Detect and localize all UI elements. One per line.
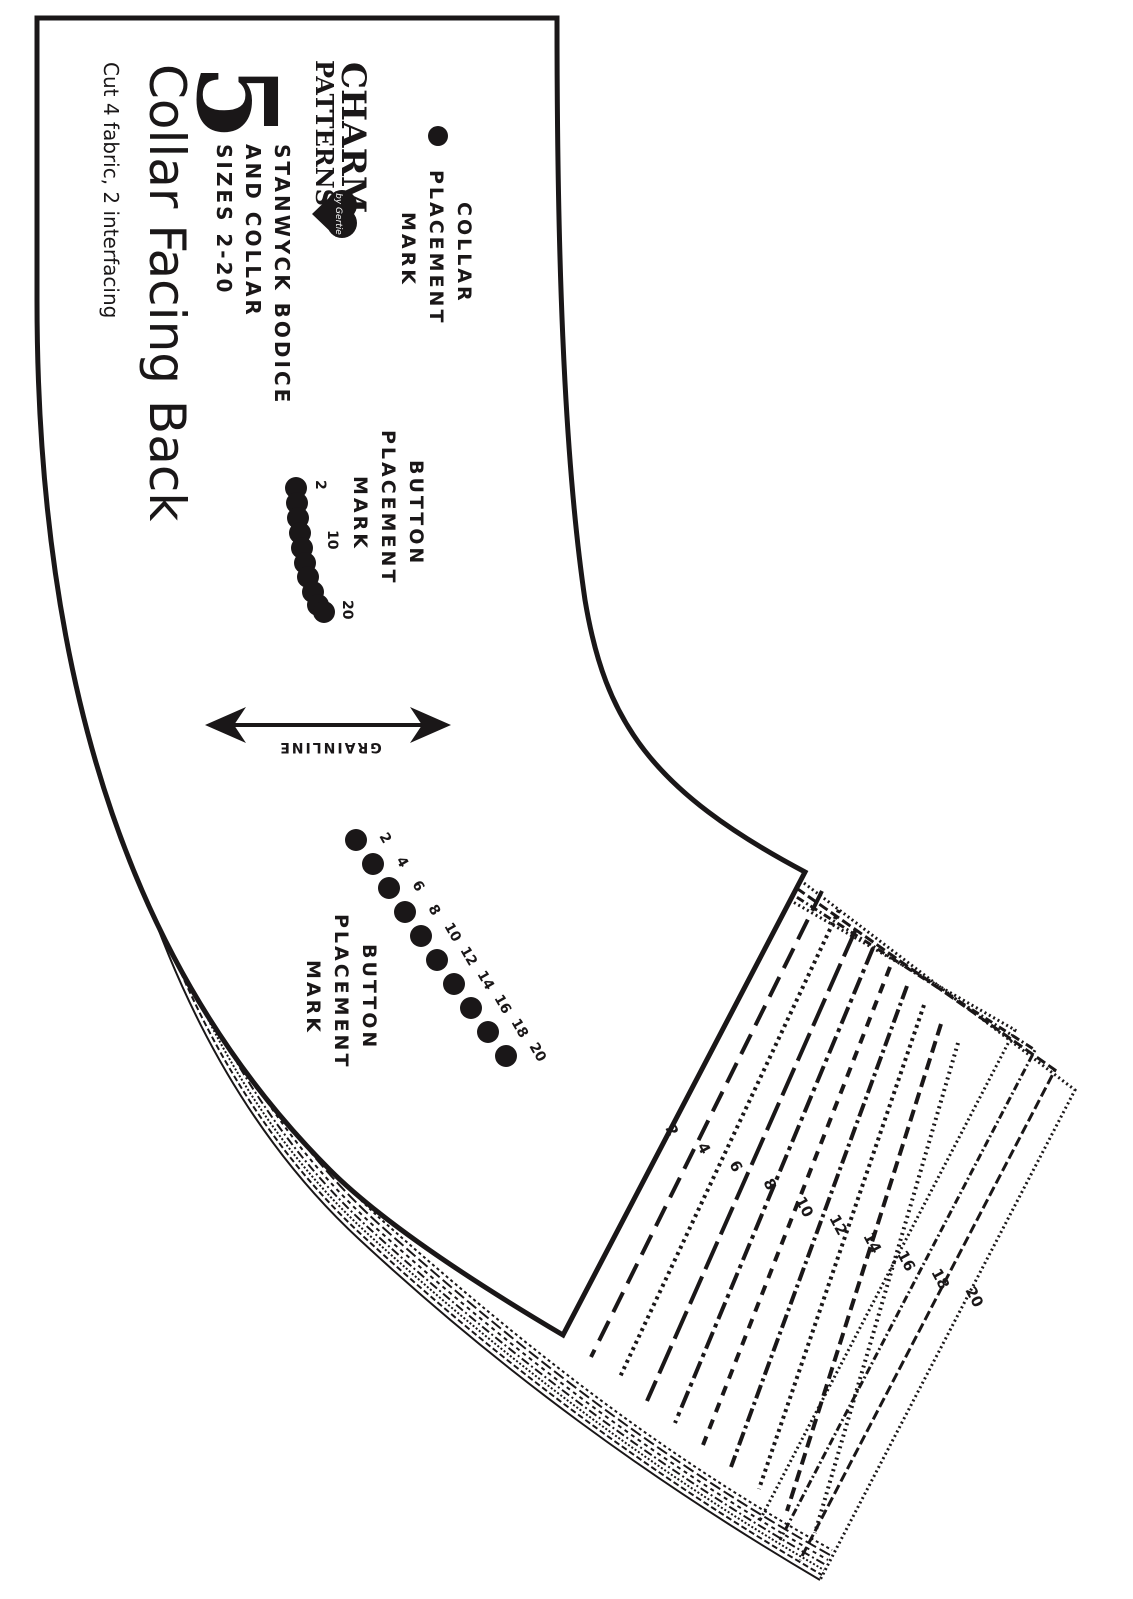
size-line-14	[729, 985, 909, 1468]
logo-charm: CHARM	[333, 62, 373, 213]
size-label-14: 14	[859, 1229, 885, 1256]
size-label-20: 20	[961, 1283, 987, 1310]
cut-instructions: Cut 4 fabric, 2 interfacing	[99, 62, 123, 318]
collar-placement-label: COLLAR PLACEMENT MARK	[397, 170, 475, 325]
button-placement-lower-dots	[345, 829, 517, 1067]
size-label-18: 18	[927, 1265, 953, 1292]
collar-placement-line1: COLLAR	[453, 202, 475, 304]
size-line-18	[785, 1023, 943, 1512]
size-line-8	[645, 928, 858, 1402]
button-lower-line3: MARK	[302, 960, 324, 1035]
size-label-4: 4	[693, 1139, 714, 1157]
size-line-6	[617, 909, 841, 1380]
collar-placement-line3: MARK	[397, 212, 419, 287]
button-upper-size-10: 10	[324, 530, 340, 550]
collar-placement-line2: PLACEMENT	[425, 170, 447, 325]
pattern-name-line2: AND COLLAR	[241, 144, 265, 318]
button-lower-line2: PLACEMENT	[330, 914, 352, 1069]
size-line-2	[561, 871, 807, 1336]
button-lower-line1: BUTTON	[358, 944, 380, 1050]
size-line-12	[701, 966, 892, 1446]
button-upper-size-labels: 2 10 20	[312, 480, 355, 620]
size-range: SIZES 2-20	[212, 144, 236, 295]
pattern-name-block: STANWYCK BODICE AND COLLAR SIZES 2-20	[212, 144, 294, 405]
size-end-lines	[561, 871, 960, 1534]
brand-logo: CHARM PATTERNS by Gertie	[310, 60, 373, 238]
logo-badge-text: by Gertie	[333, 193, 343, 235]
size-line-10	[673, 947, 875, 1424]
grainline-label: GRAINLINE	[278, 739, 381, 755]
button-upper-size-2: 2	[312, 480, 328, 490]
size-line-20	[813, 1042, 960, 1534]
button-upper-line2: PLACEMENT	[377, 430, 399, 585]
logo-patterns: PATTERNS	[310, 60, 339, 206]
size-label-12: 12	[825, 1211, 851, 1238]
button-upper-size-20: 20	[339, 600, 355, 620]
button-placement-upper-label: BUTTON PLACEMENT MARK	[349, 430, 427, 585]
button-upper-line3: MARK	[349, 476, 371, 551]
pattern-name-line1: STANWYCK BODICE	[270, 144, 294, 405]
button-placement-lower-label: BUTTON PLACEMENT MARK	[302, 914, 380, 1069]
size-line-4	[589, 890, 824, 1358]
issue-number: 5	[172, 64, 301, 141]
size-label-6: 6	[725, 1157, 746, 1175]
button-placement-upper-dots	[285, 477, 335, 623]
collar-placement-dot	[428, 126, 448, 146]
size-label-10: 10	[791, 1193, 817, 1220]
button-upper-line1: BUTTON	[405, 460, 427, 566]
piece-title: Collar Facing Back	[138, 64, 196, 521]
pattern-piece-outline	[34, 15, 809, 1339]
grainline-arrow: GRAINLINE	[205, 707, 451, 755]
logo-heart-badge: by Gertie	[312, 190, 357, 238]
size-line-16	[757, 1004, 926, 1490]
